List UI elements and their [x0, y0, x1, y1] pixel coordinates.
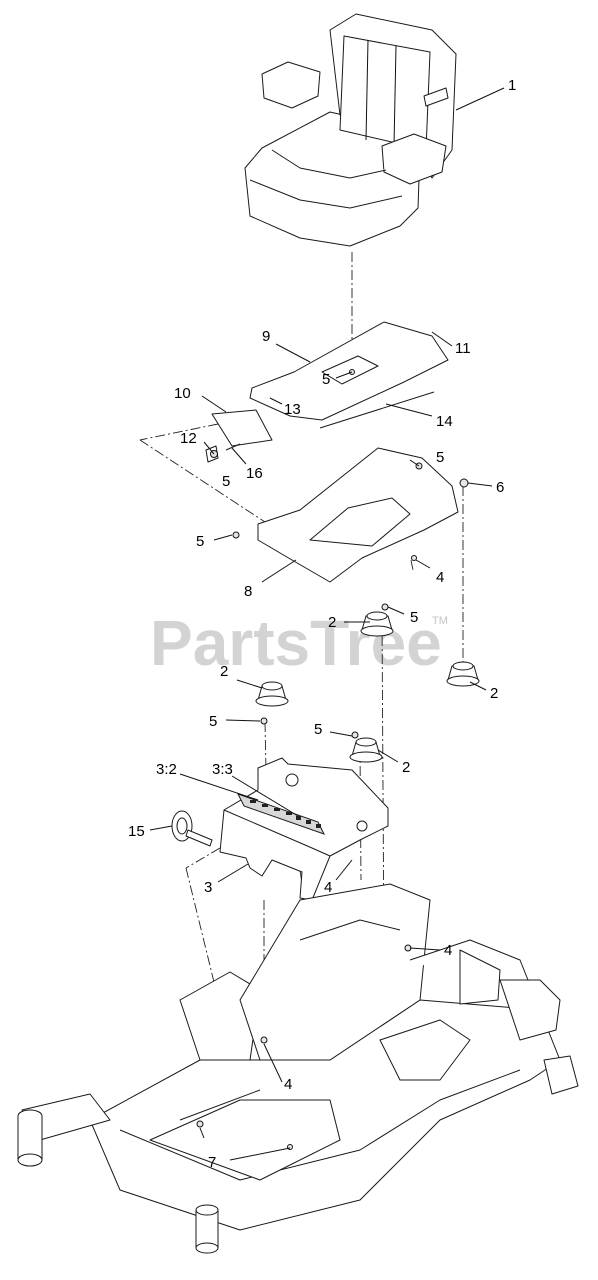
- callout-2: 2: [220, 663, 228, 680]
- chassis-frame: [17, 883, 579, 1254]
- watermark-trademark: TM: [432, 615, 448, 627]
- callout-6: 6: [496, 479, 504, 496]
- callout-14: 14: [436, 413, 453, 430]
- callout-5: 5: [436, 449, 444, 466]
- decal-3-3: [296, 816, 321, 828]
- callout-3: 3: [204, 879, 212, 896]
- callout-2: 2: [490, 685, 498, 702]
- callout-2: 2: [402, 759, 410, 776]
- callout-4: 4: [324, 879, 332, 896]
- callout-labels: 1 9 11 5 10 13 14 12 16 5 5 6 5 8 4 2 5 …: [128, 77, 516, 1171]
- seat-part-1: [244, 13, 457, 247]
- callout-8: 8: [244, 583, 252, 600]
- watermark: PartsTree TM: [150, 607, 448, 679]
- callout-5: 5: [322, 371, 330, 388]
- callout-5: 5: [314, 721, 322, 738]
- callout-4: 4: [444, 942, 452, 959]
- isolator-mounts-part-2: [255, 603, 480, 763]
- callout-7: 7: [208, 1154, 216, 1171]
- bracket-part-10: [205, 409, 273, 463]
- callout-3-3: 3:3: [212, 761, 233, 778]
- decal-3-2: [250, 800, 292, 815]
- knob-part-15: [171, 810, 213, 847]
- callout-9: 9: [262, 328, 270, 345]
- callout-5: 5: [222, 473, 230, 490]
- callout-12: 12: [180, 430, 197, 447]
- callout-15: 15: [128, 823, 145, 840]
- callout-5: 5: [410, 609, 418, 626]
- callout-2: 2: [328, 614, 336, 631]
- mount-plate-part-8: [232, 447, 469, 583]
- callout-4: 4: [436, 569, 444, 586]
- seat-support-part-3: [219, 757, 389, 901]
- leader-lines: [149, 87, 505, 1161]
- callout-10: 10: [174, 385, 191, 402]
- callout-5: 5: [209, 713, 217, 730]
- watermark-text: PartsTree: [150, 607, 442, 679]
- callout-11: 11: [455, 340, 471, 357]
- callout-1: 1: [508, 77, 516, 94]
- callout-3-2: 3:2: [156, 761, 177, 778]
- callout-5: 5: [196, 533, 204, 550]
- callout-16: 16: [246, 465, 263, 482]
- callout-13: 13: [284, 401, 301, 418]
- seat-plate-part-9: [249, 321, 449, 421]
- callout-4: 4: [284, 1076, 292, 1093]
